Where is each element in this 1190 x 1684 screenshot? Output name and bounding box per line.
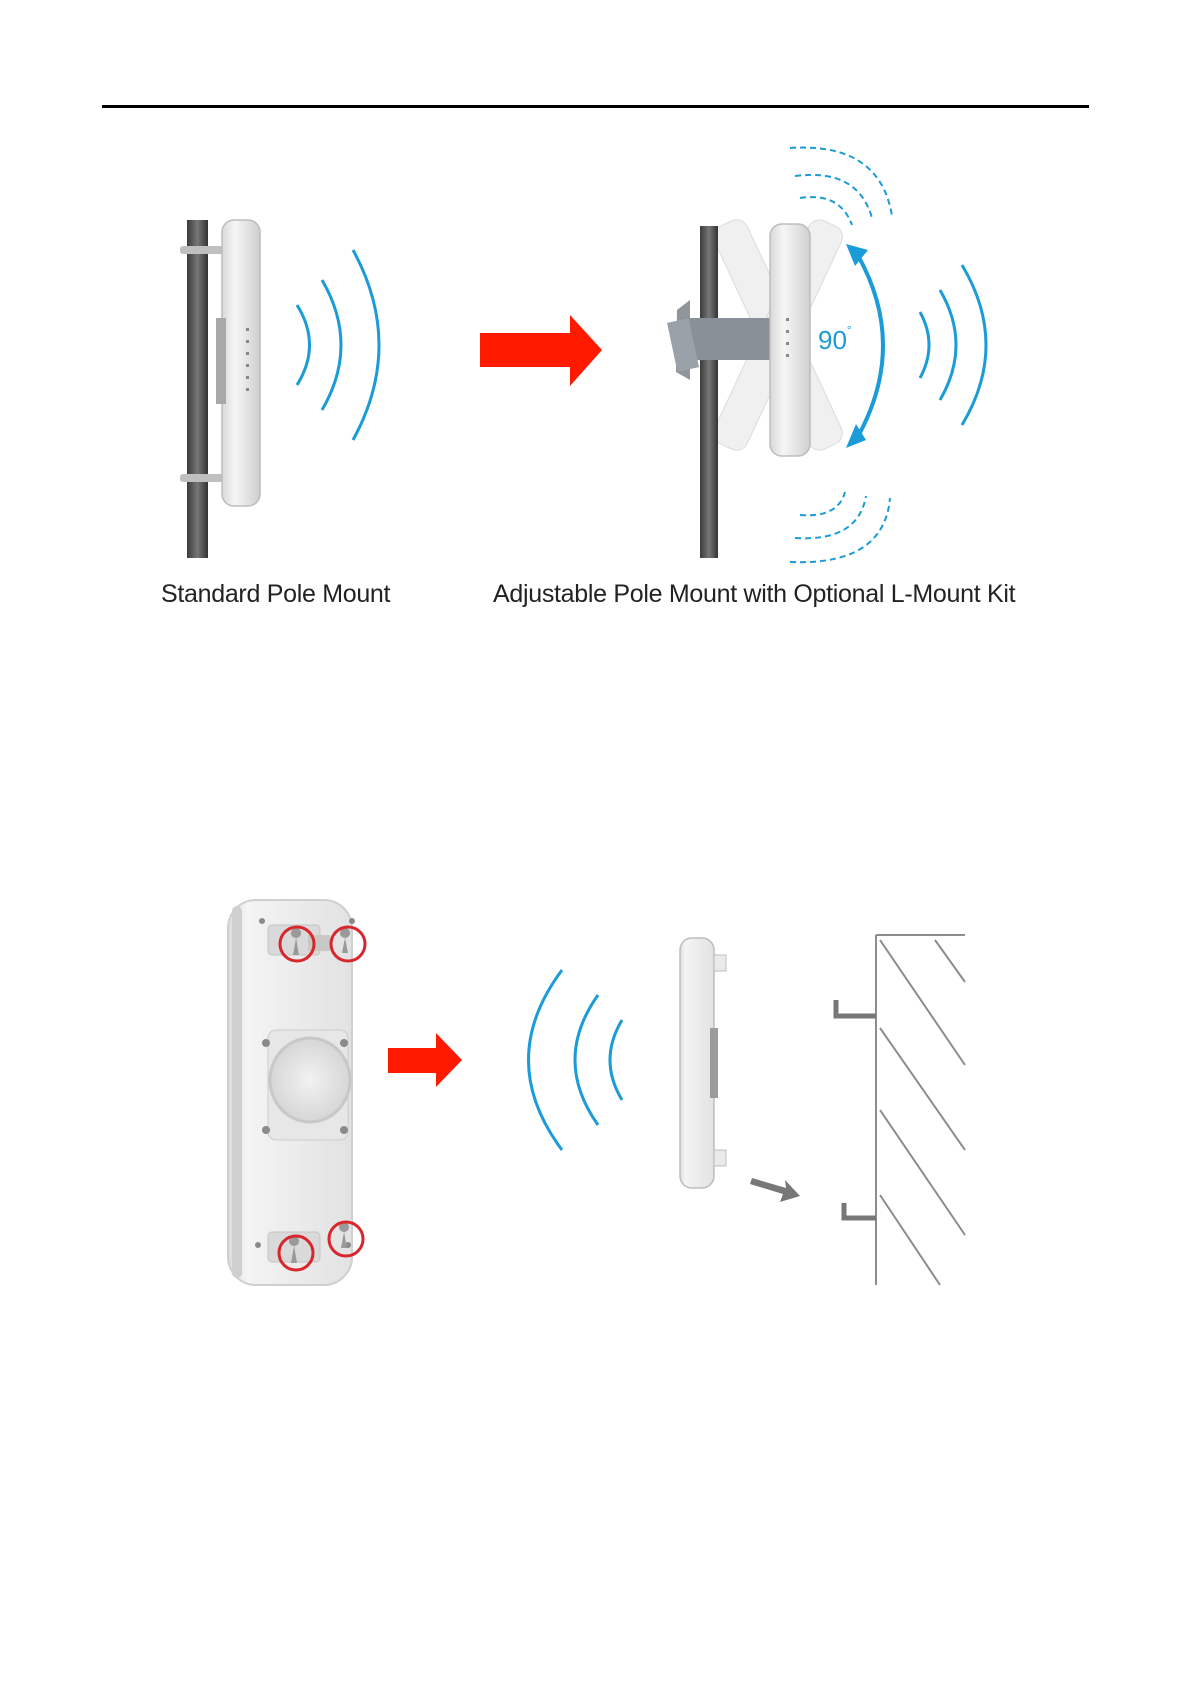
- header-rule: [102, 105, 1089, 108]
- arrow-down-right-icon: [750, 1178, 800, 1202]
- device-side-view: [680, 938, 726, 1188]
- wall-hooks: [836, 1000, 876, 1218]
- pole: [187, 220, 208, 558]
- rotation-angle-label: 90°: [818, 325, 852, 356]
- l-mount-arm: [684, 318, 780, 360]
- device-side-panel: [216, 318, 226, 404]
- signal-waves-dashed-up-icon: [790, 148, 892, 225]
- device-back-panel: [228, 900, 365, 1285]
- pole: [700, 226, 718, 558]
- pole-mount-illustration: [0, 120, 1190, 600]
- signal-waves-icon: [529, 970, 623, 1150]
- signal-waves-icon: [297, 250, 379, 440]
- wall-mount-illustration: [0, 880, 1190, 1300]
- caption-adjustable-pole-mount: Adjustable Pole Mount with Optional L-Mo…: [493, 580, 1015, 609]
- signal-waves-icon: [920, 265, 986, 425]
- arc-arrowhead-top: [846, 244, 868, 266]
- caption-standard-pole-mount: Standard Pole Mount: [161, 580, 390, 609]
- device-body: [770, 224, 810, 456]
- arrow-right-icon: [480, 315, 602, 386]
- arrow-right-icon: [388, 1033, 462, 1087]
- wall-section: [876, 935, 965, 1285]
- device-body: [222, 220, 260, 506]
- standard-pole-mount: [180, 220, 379, 558]
- signal-waves-dashed-down-icon: [790, 492, 890, 562]
- rotation-arc-icon: [856, 252, 883, 440]
